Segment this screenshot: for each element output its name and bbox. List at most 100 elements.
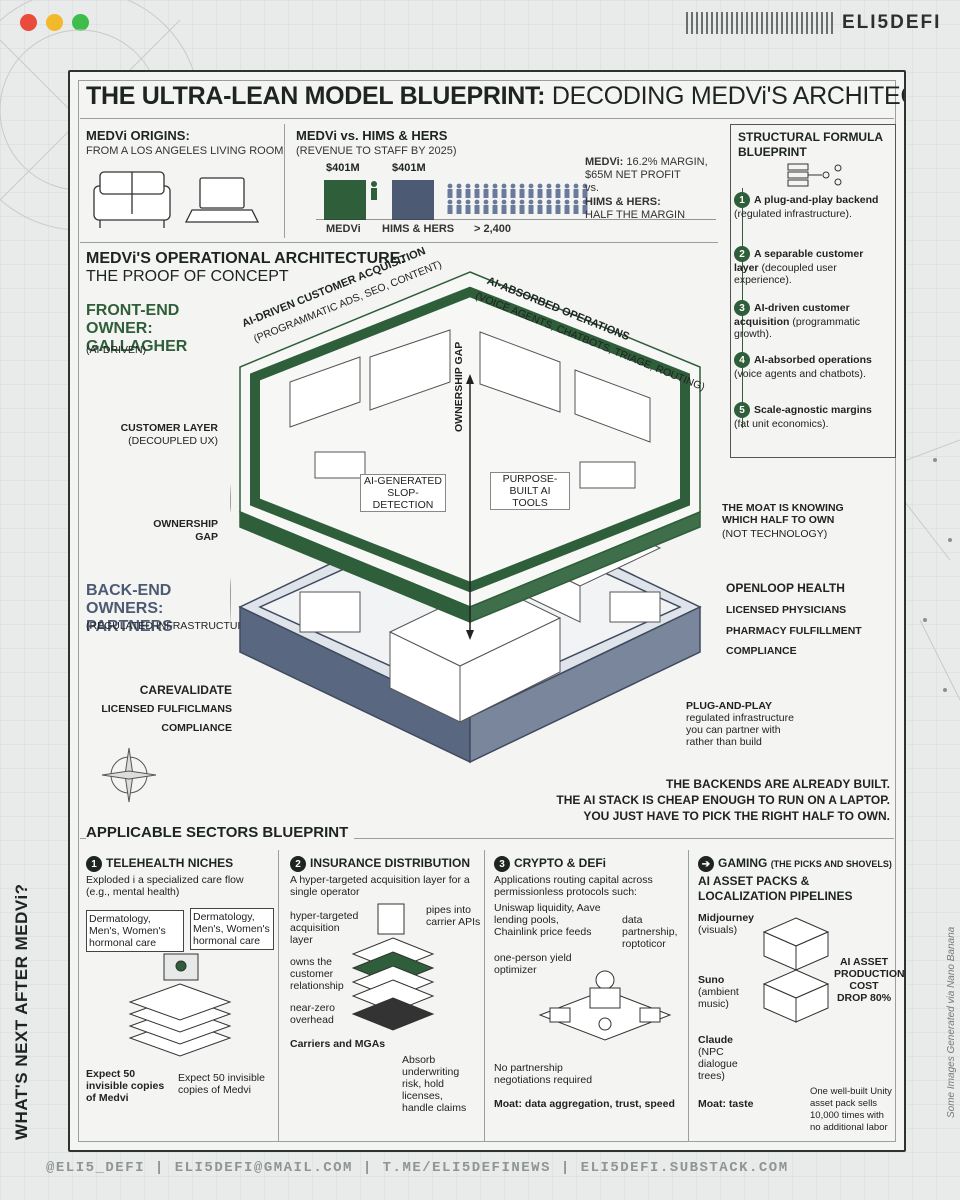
staff-person-icon bbox=[501, 183, 507, 189]
footer-links[interactable]: @ELI5_DEFI | ELI5DEFI@GMAIL.COM | T.ME/E… bbox=[46, 1160, 789, 1176]
gaming-unity: One well-built Unity asset pack sells 10… bbox=[810, 1086, 892, 1133]
moat-sub: (NOT TECHNOLOGY) bbox=[722, 528, 828, 540]
origins-title: MEDVi ORIGINS: bbox=[86, 128, 190, 143]
crypto-desc: Applications routing capital across perm… bbox=[494, 874, 653, 898]
staff-person-icon bbox=[546, 183, 552, 189]
compare-subtitle: (REVENUE TO STAFF BY 2025) bbox=[296, 145, 457, 157]
title-rest: DECODING MEDVi'S ARCHITECTURE bbox=[551, 82, 904, 110]
staff-person-icon bbox=[537, 205, 543, 214]
medvi-label: MEDVi bbox=[326, 223, 361, 235]
insurance-stack-illustration bbox=[351, 903, 435, 1031]
insurance-desc: A hyper-targeted acquisition layer for a… bbox=[290, 874, 470, 898]
divider bbox=[278, 850, 279, 1142]
staff-person-icon bbox=[510, 199, 516, 205]
inner-frame bbox=[78, 80, 896, 1142]
sector-gaming-title: ➔GAMING (THE PICKS AND SHOVELS) bbox=[698, 856, 892, 872]
maximize-dot[interactable] bbox=[72, 14, 89, 31]
staff-person-icon bbox=[474, 199, 480, 205]
hims-revenue: $401M bbox=[392, 162, 426, 174]
staff-person-icon bbox=[465, 199, 471, 205]
staff-person-icon bbox=[456, 199, 462, 205]
staff-person-icon bbox=[546, 199, 552, 205]
right-label: OPENLOOP HEALTH bbox=[726, 581, 845, 595]
staff-person-icon bbox=[573, 189, 579, 198]
title-bold: THE ULTRA-LEAN MODEL BLUEPRINT: bbox=[86, 82, 546, 110]
architecture-diagram bbox=[230, 271, 702, 764]
back-end-title: BACK-END OWNERS: PARTNERS bbox=[86, 582, 173, 635]
staff-person-icon bbox=[447, 183, 453, 189]
insurance-label: near-zero overhead bbox=[290, 1002, 335, 1026]
staff-person-icon bbox=[492, 199, 498, 205]
staff-person-icon bbox=[537, 199, 543, 205]
staff-person-icon bbox=[519, 189, 525, 198]
left-label: LICENSED FULFICLMANS bbox=[101, 703, 232, 715]
staff-person-icon bbox=[537, 183, 543, 189]
staff-person-icon bbox=[510, 205, 516, 214]
back-end-sub: (REGULATED INFRASTRUCTURE) bbox=[86, 620, 256, 632]
staff-person-icon bbox=[456, 189, 462, 198]
closing-line-2: THE AI STACK IS CHEAP ENOUGH TO RUN ON A… bbox=[556, 793, 890, 807]
sectors-divider bbox=[80, 838, 894, 839]
staff-person-icon bbox=[483, 205, 489, 214]
origins-subtitle: FROM A LOS ANGELES LIVING ROOM bbox=[86, 145, 284, 157]
staff-person-icon bbox=[465, 183, 471, 189]
gaming-claude: Claude(NPC dialogue trees) bbox=[698, 1034, 738, 1082]
hims-margin: HIMS & HERS:HALF THE MARGIN bbox=[585, 196, 686, 221]
divider bbox=[688, 850, 689, 1142]
insurance-label: pipes into carrier APIs bbox=[426, 904, 481, 928]
gap-label: GAP bbox=[195, 531, 218, 543]
customer-layer-label: CUSTOMER LAYER bbox=[120, 422, 218, 434]
closing-line-3: YOU JUST HAVE TO PICK THE RIGHT HALF TO … bbox=[583, 809, 890, 823]
staff-person-icon bbox=[555, 199, 561, 205]
staff-person-icon bbox=[564, 199, 570, 205]
brand-logo: ELI5DEFI bbox=[842, 12, 942, 33]
gap-vertical-label: OWNERSHIP GAP bbox=[453, 341, 465, 432]
gaming-desc: AI ASSET PACKS & LOCALIZATION PIPELINES bbox=[698, 874, 853, 903]
staff-person-icon bbox=[474, 205, 480, 214]
ownership-label: OWNERSHIP bbox=[153, 518, 218, 530]
barcode-decoration bbox=[686, 12, 836, 34]
crypto-illustration bbox=[538, 970, 672, 1041]
formula-title: STRUCTURAL FORMULA BLUEPRINT bbox=[738, 130, 883, 159]
close-dot[interactable] bbox=[20, 14, 37, 31]
medvi-margin: MEDVi: 16.2% MARGIN, $65M NET PROFIT bbox=[585, 156, 708, 181]
moat-statement: THE MOAT IS KNOWING WHICH HALF TO OWN bbox=[722, 502, 844, 526]
ai-tools-label: PURPOSE-BUILT AI TOOLS bbox=[490, 472, 570, 510]
gaming-moat: Moat: taste bbox=[698, 1098, 754, 1110]
staff-person-icon bbox=[564, 183, 570, 189]
customer-layer-sub: (DECOUPLED UX) bbox=[128, 435, 218, 447]
gaming-stack-illustration bbox=[762, 917, 830, 1023]
gaming-midjourney: Midjourney(visuals) bbox=[698, 912, 755, 936]
staff-person-icon bbox=[519, 205, 525, 214]
staff-person-icon bbox=[573, 205, 579, 214]
crypto-label: Uniswap liquidity, Aave lending pools, C… bbox=[494, 902, 601, 938]
gaming-suno: Suno(ambient music) bbox=[698, 974, 739, 1010]
insurance-label: Carriers and MGAs bbox=[290, 1038, 386, 1050]
minimize-dot[interactable] bbox=[46, 14, 63, 31]
staff-person-icon bbox=[474, 189, 480, 198]
crypto-moat: Moat: data aggregation, trust, speed bbox=[494, 1098, 675, 1110]
insurance-label: Absorb underwriting risk, hold licenses,… bbox=[402, 1054, 467, 1114]
staff-person-icon bbox=[555, 205, 561, 214]
medvi-revenue: $401M bbox=[326, 162, 360, 174]
staff-person-icon bbox=[546, 189, 552, 198]
side-title: WHAT'S NEXT AFTER MEDVi? bbox=[12, 883, 31, 1140]
medvi-bar bbox=[324, 180, 366, 220]
staff-person-icon bbox=[447, 189, 453, 198]
staff-person-icon bbox=[582, 199, 588, 205]
staff-person-icon bbox=[528, 183, 534, 189]
staff-person-icon bbox=[528, 189, 534, 198]
staff-person-icon bbox=[465, 189, 471, 198]
left-label: COMPLIANCE bbox=[161, 722, 232, 734]
staff-person-icon bbox=[573, 199, 579, 205]
section-divider bbox=[80, 242, 718, 243]
staff-person-icon bbox=[510, 183, 516, 189]
staff-person-icon bbox=[582, 189, 588, 198]
server-network-icon bbox=[787, 163, 842, 187]
